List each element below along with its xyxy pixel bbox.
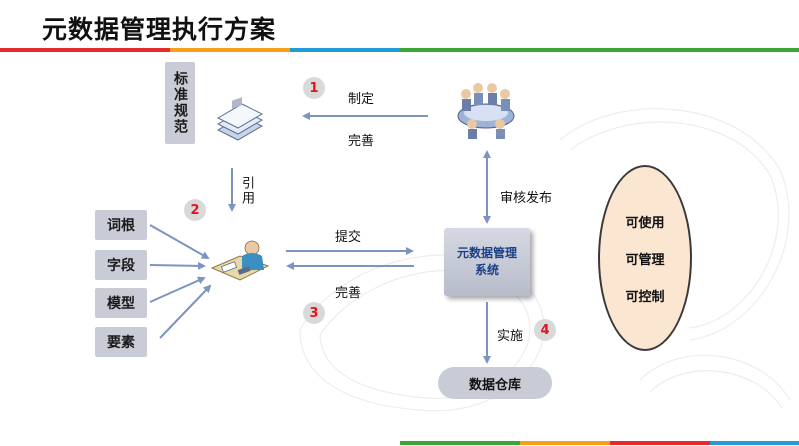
- outcome-manageable: 可管理: [625, 252, 665, 268]
- outcome-controllable: 可控制: [625, 289, 665, 305]
- metadata-system-line2: 系统: [474, 263, 499, 277]
- page-title: 元数据管理执行方案: [42, 15, 277, 44]
- label-improve-top: 完善: [348, 134, 375, 149]
- arrow-input-root: [149, 224, 210, 259]
- arrow-input-field: [149, 261, 206, 270]
- data-warehouse: 数据仓库: [438, 367, 552, 399]
- label-review-publish: 审核发布: [500, 191, 553, 206]
- label-submit: 提交: [335, 230, 362, 245]
- input-box-root: 词根: [95, 210, 147, 240]
- label-reference: 引用: [239, 176, 254, 206]
- label-implement: 实施: [497, 329, 524, 344]
- outcomes-oval: 可使用 可管理 可控制: [598, 165, 692, 351]
- step-4: 4: [534, 319, 556, 341]
- input-box-field: 字段: [95, 250, 147, 280]
- step-2: 2: [184, 199, 206, 221]
- label-improve-mid: 完善: [335, 286, 362, 301]
- metadata-system-box: 元数据管理 系统: [444, 228, 530, 296]
- label-formulate: 制定: [348, 92, 375, 107]
- meeting-people-icon: [457, 83, 515, 139]
- metadata-system-line1: 元数据管理: [456, 246, 517, 260]
- step-3: 3: [303, 302, 325, 324]
- arrow-input-element: [159, 284, 212, 339]
- outcome-usable: 可使用: [625, 215, 665, 231]
- document-stack-icon: [216, 97, 264, 141]
- arrow-input-model: [149, 276, 206, 303]
- input-box-model: 模型: [95, 288, 147, 318]
- standard-box: 标准规范: [165, 62, 195, 144]
- person-desk-icon: [210, 240, 270, 281]
- input-box-element: 要素: [95, 327, 147, 357]
- step-1: 1: [303, 77, 325, 99]
